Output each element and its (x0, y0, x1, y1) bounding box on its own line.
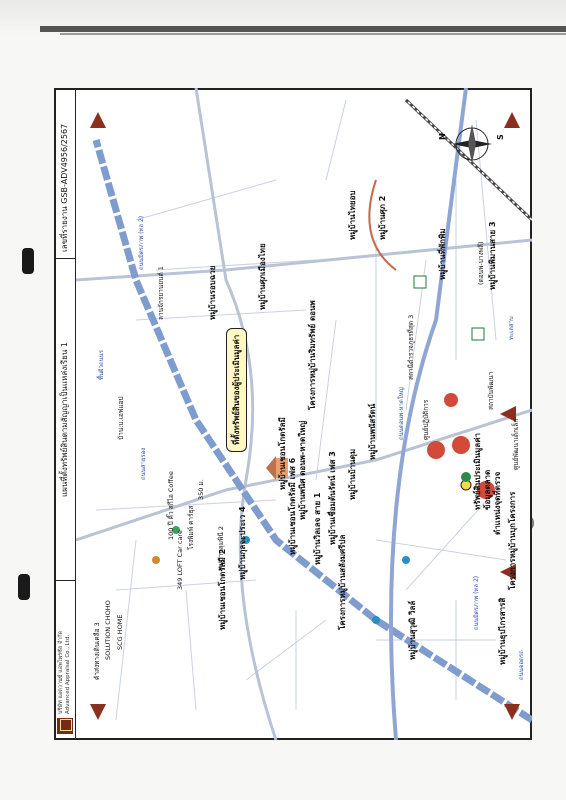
no-entry-icon (452, 436, 470, 454)
place-label: หมู่บ้านสุวุฒิ วิลล์ (408, 600, 417, 660)
seven-eleven-icon (413, 275, 485, 341)
arrow-icon (504, 112, 520, 128)
compass-south: S (496, 134, 505, 140)
road-label: ถนนดอนพ-หาดใหญ่ (398, 387, 405, 440)
pin-icon (152, 556, 160, 564)
scan-binder-line (60, 33, 566, 35)
place-label: หมู่บ้านเชอนโกตรัลมี เฟส 6 (288, 457, 297, 555)
pin-icon (372, 616, 380, 624)
binder-clip-icon (22, 248, 34, 274)
binder-clip-icon (18, 574, 30, 600)
road-label: ถนนมิตรภาพ (ทล 2) (473, 575, 480, 630)
arrow-icon (500, 564, 516, 580)
place-label: ศูนย์ปฏิบัติการ (422, 399, 430, 440)
no-entry-icon (427, 441, 445, 459)
place-label: บ้าน:บ.เอฟแอป (117, 396, 125, 440)
place-label: ลานจักรยานยนต์ 1 (157, 266, 165, 320)
legend-survey-point: ตำแหน่งจุดที่ตรวจ (493, 471, 502, 535)
place-label: พื้นผิวถนนร (98, 350, 105, 380)
place-label: โครงการหมู่บ้านบุกโครงการ (508, 491, 517, 590)
title-bar: บริษัท แอดวานซ์ แอพไพรซัล จำกัด Advanced… (54, 88, 76, 740)
place-label: หมู่บ้านศุภ 2 (378, 195, 387, 240)
place-label: SOLUTION CHOHO (104, 600, 112, 660)
pin-icon (402, 556, 410, 564)
no-entry-icon (477, 481, 495, 499)
place-label: โครงการหมู่บ้านสลังมศรีปล (338, 534, 347, 630)
pin-icons (152, 526, 410, 624)
local-streets (95, 99, 507, 721)
distance-label: 350 ม. (197, 479, 205, 500)
map-canvas (75, 87, 534, 741)
secondary-roads (75, 87, 533, 741)
place-label: หมู่บ้านไทยอบ (348, 190, 357, 240)
house-icon (266, 456, 288, 480)
arrow-icon (90, 704, 106, 720)
place-label: หมู่บ้านธุปไกรสารสิ (498, 597, 507, 665)
direction-arrows (90, 112, 520, 720)
place-label: หมู่บ้านรอบฉวย (208, 265, 217, 320)
company-name-en: Advanced Appraisal Co., Ltd. (65, 634, 71, 714)
place-label: โรงพิมพ์ คาร์ธุส (187, 505, 195, 550)
place-label: หมู่บ้านพนัสรัตน์ (368, 403, 377, 460)
place-label: 349 LOFT Car care (176, 530, 184, 590)
place-label: 100 ปี คิ๊ว สกีไอ Coffee (167, 471, 175, 540)
compass-north: N (438, 133, 447, 140)
report-number: เลขที่รายงาน GSB-ADV4956/2567 (60, 123, 69, 252)
place-label: หมู่บ้านพิมานสาย 3 (488, 221, 497, 290)
main-road-line (92, 139, 534, 723)
pin-icon (242, 536, 250, 544)
place-label: หมู่บ้านที่พักพิม (438, 228, 447, 280)
place-label: โครงการหมู่บ้านริมทรัพย์ ดอนพ (308, 300, 317, 410)
arrow-icon (500, 406, 516, 422)
road-secondary-line (389, 87, 468, 741)
place-label: หมู่บ้านเชื่อมต้นรัตน์ เฟส 3 (328, 451, 337, 545)
no-entry-icon (444, 393, 458, 407)
place-label: ศูนย์พัฒนาเด็กเล็ก (512, 418, 520, 470)
arrow-icon (504, 704, 520, 720)
map-area[interactable]: ที่ตั้งทรัพย์สินของผู้ประเมินมูลค่า N S … (75, 87, 534, 741)
place-label: หมู่บ้านวิลเลจ สาย 1 (313, 492, 322, 565)
road-label: ถนนมิตรภาพ (ทล 2) (138, 215, 145, 270)
place-label: หมู่บ้านศุภเมืองไทย (258, 243, 267, 310)
place-label: SCG HOME (116, 614, 124, 651)
arrow-icon (90, 112, 106, 128)
road-label: ถนนสายรอง (140, 447, 147, 480)
place-label: หมู่บ้านกุลจะประเว 4 (238, 506, 247, 580)
legend-icons (460, 472, 472, 491)
no-entry-icons (427, 393, 495, 499)
place-label: ทะเลสาบ (508, 316, 515, 340)
map-title: แผนที่ตั้งทรัพย์สินตามสัญญาเป็นแหล่งเรีย… (54, 258, 76, 580)
company-name-th: บริษัท แอดวานซ์ แอพไพรซัล จำกัด (58, 630, 64, 714)
place-label: หมู่บ้านบ้านดุม (348, 448, 357, 500)
place-label: ค้าส่งทางเดินเคลือ 3 (93, 622, 101, 680)
place-label: สถาบันพัฒนา (487, 371, 495, 410)
compass-icon (452, 124, 492, 164)
scan-binder-bar (40, 26, 566, 32)
map-document: บริษัท แอดวานซ์ แอพไพรซัล จำกัด Advanced… (54, 87, 534, 741)
place-label: (ดอนพ-บางพลี) (477, 241, 485, 286)
pin-icon (172, 526, 180, 534)
place-label: สถานีตำรวจภูธรที่สุด 3 (407, 314, 415, 380)
place-label: ถนนจอดรถ (518, 650, 525, 680)
canal-line (368, 179, 397, 271)
place-label: หมู่บ้านเชอนโกตรัลมี 2 (218, 548, 227, 630)
target-property-label[interactable]: ที่ตั้งทรัพย์สินของผู้ประเมินมูลค่า (226, 327, 247, 452)
company-block: บริษัท แอดวานซ์ แอพไพรซัล จำกัด Advanced… (54, 580, 76, 740)
company-logo-icon (57, 718, 73, 734)
